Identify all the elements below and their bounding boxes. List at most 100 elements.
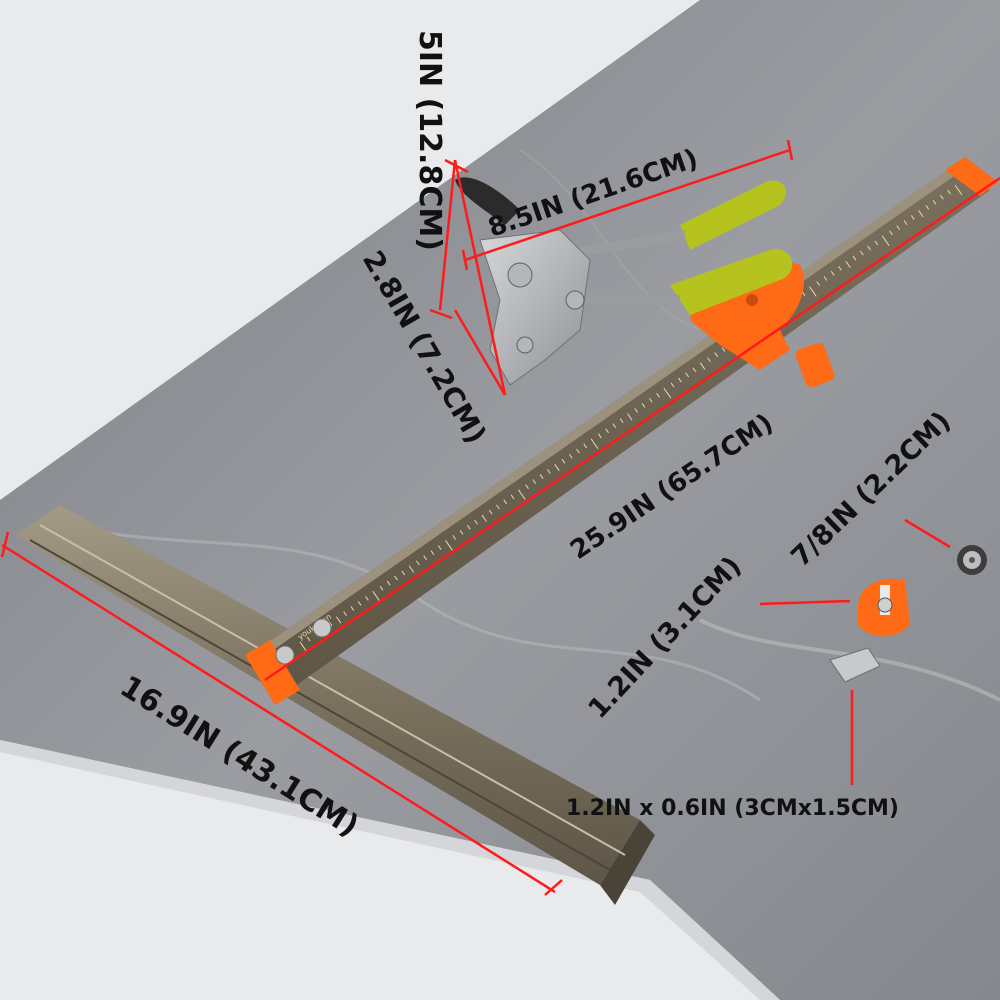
cutter-pivot (565, 290, 585, 310)
tile-edge (0, 740, 780, 1000)
ruler-tick (554, 463, 560, 472)
ruler-tick (859, 250, 864, 256)
ruler-tick (306, 636, 311, 642)
ruler-tick (561, 458, 566, 464)
ruler-tick (896, 225, 901, 231)
ruler-tick (459, 530, 464, 535)
ruler-tick (903, 220, 908, 225)
crossbar-lip (600, 820, 655, 905)
ruler-tick (947, 189, 951, 195)
ruler-tick (445, 540, 453, 551)
ruler-tick (547, 469, 551, 474)
ruler-tick (809, 286, 817, 297)
ruler-tick (386, 580, 391, 586)
ruler-tick (496, 504, 500, 510)
ruler-tick (423, 555, 427, 561)
ruler-tick (365, 596, 369, 601)
ruler-tick (932, 199, 937, 205)
ruler-tick (838, 265, 842, 271)
black-lever (455, 177, 520, 225)
ruler-tick (816, 281, 820, 286)
ruler-tick (721, 347, 726, 352)
dimension-lines (0, 139, 1000, 896)
ruler-tick (699, 362, 706, 370)
ruler-tick (612, 423, 617, 429)
ruler-tick (692, 367, 697, 373)
ruler-tick (881, 235, 890, 246)
ruler-tick (714, 352, 719, 357)
ruler-tick (503, 499, 508, 505)
handle-lower-grip (670, 249, 793, 315)
ruler-tip-cap (945, 157, 998, 196)
ruler-tick (474, 519, 478, 525)
ruler-tick (379, 585, 384, 591)
ruler-tick (663, 387, 672, 399)
ruler-tick (481, 514, 487, 522)
ruler-tick (670, 382, 675, 388)
ruler-tick (845, 260, 851, 269)
ruler-tick (823, 276, 828, 281)
ruler-tick (940, 194, 944, 200)
ruler-tick (918, 210, 924, 218)
screw (275, 645, 295, 665)
crossbar-groove (39, 524, 626, 856)
ruler-end-cap (245, 640, 300, 705)
ruler-tick (357, 601, 362, 606)
ruler-tick (299, 641, 308, 653)
wheel-holder (858, 578, 910, 637)
ruler-tick (648, 397, 653, 403)
tile-vein-2 (699, 618, 1000, 702)
ruler-tick (874, 240, 879, 246)
ruler-tick (852, 255, 857, 261)
ruler-tick (335, 616, 342, 624)
ruler-tick (597, 433, 602, 439)
ruler-tick (889, 230, 893, 236)
ruler-tick (925, 205, 930, 210)
ruler-tick (583, 443, 588, 449)
crossbar-groove-2 (29, 539, 611, 871)
ruler-tick (678, 377, 682, 383)
handle-height-label: 5IN (12.8CM) (412, 30, 447, 251)
ruler-tick (452, 535, 457, 540)
ruler-tick (372, 590, 381, 602)
ruler-tick (401, 570, 406, 576)
ruler-tick (466, 524, 471, 530)
ruler-tick (590, 438, 599, 450)
ruler-tick (954, 184, 963, 196)
blade-size-label: 1.2IN x 0.6IN (3CMx1.5CM) (566, 796, 899, 821)
ruler-tick (517, 489, 526, 500)
tile-vein (39, 518, 761, 702)
ruler-tick (437, 545, 442, 550)
ruler-tick (656, 392, 660, 398)
cutter-pivot (507, 262, 533, 288)
slider-hole (746, 294, 758, 306)
ruler-tick (394, 575, 398, 581)
ruler-tick (532, 479, 537, 484)
ruler-tick (539, 474, 544, 479)
ruler-tick (576, 448, 580, 454)
ruler-tick (910, 215, 915, 220)
ruler (250, 165, 990, 690)
cutter-pivot (516, 336, 534, 354)
ruler-tick (510, 494, 515, 500)
ruler-tick (568, 453, 573, 459)
ruler-tick (830, 271, 835, 276)
ruler-tick (416, 560, 420, 566)
handle-upper-grip (680, 180, 787, 250)
ruler-tick (619, 418, 624, 423)
ruler-tick (488, 509, 493, 515)
ruler-tick (867, 245, 871, 251)
ruler-tick (525, 484, 529, 489)
ruler-tick (350, 606, 355, 611)
slider-clip (795, 342, 835, 388)
ruler-tick (641, 403, 646, 408)
screw (312, 618, 332, 638)
spare-blade (829, 647, 881, 683)
ruler-tick (627, 413, 633, 421)
cutter-body (479, 229, 591, 386)
ruler-tick (685, 372, 689, 378)
ruler-tick (430, 550, 435, 555)
ruler-tick (707, 357, 711, 363)
ruler-tick (634, 408, 639, 413)
ruler-tick (343, 611, 347, 616)
